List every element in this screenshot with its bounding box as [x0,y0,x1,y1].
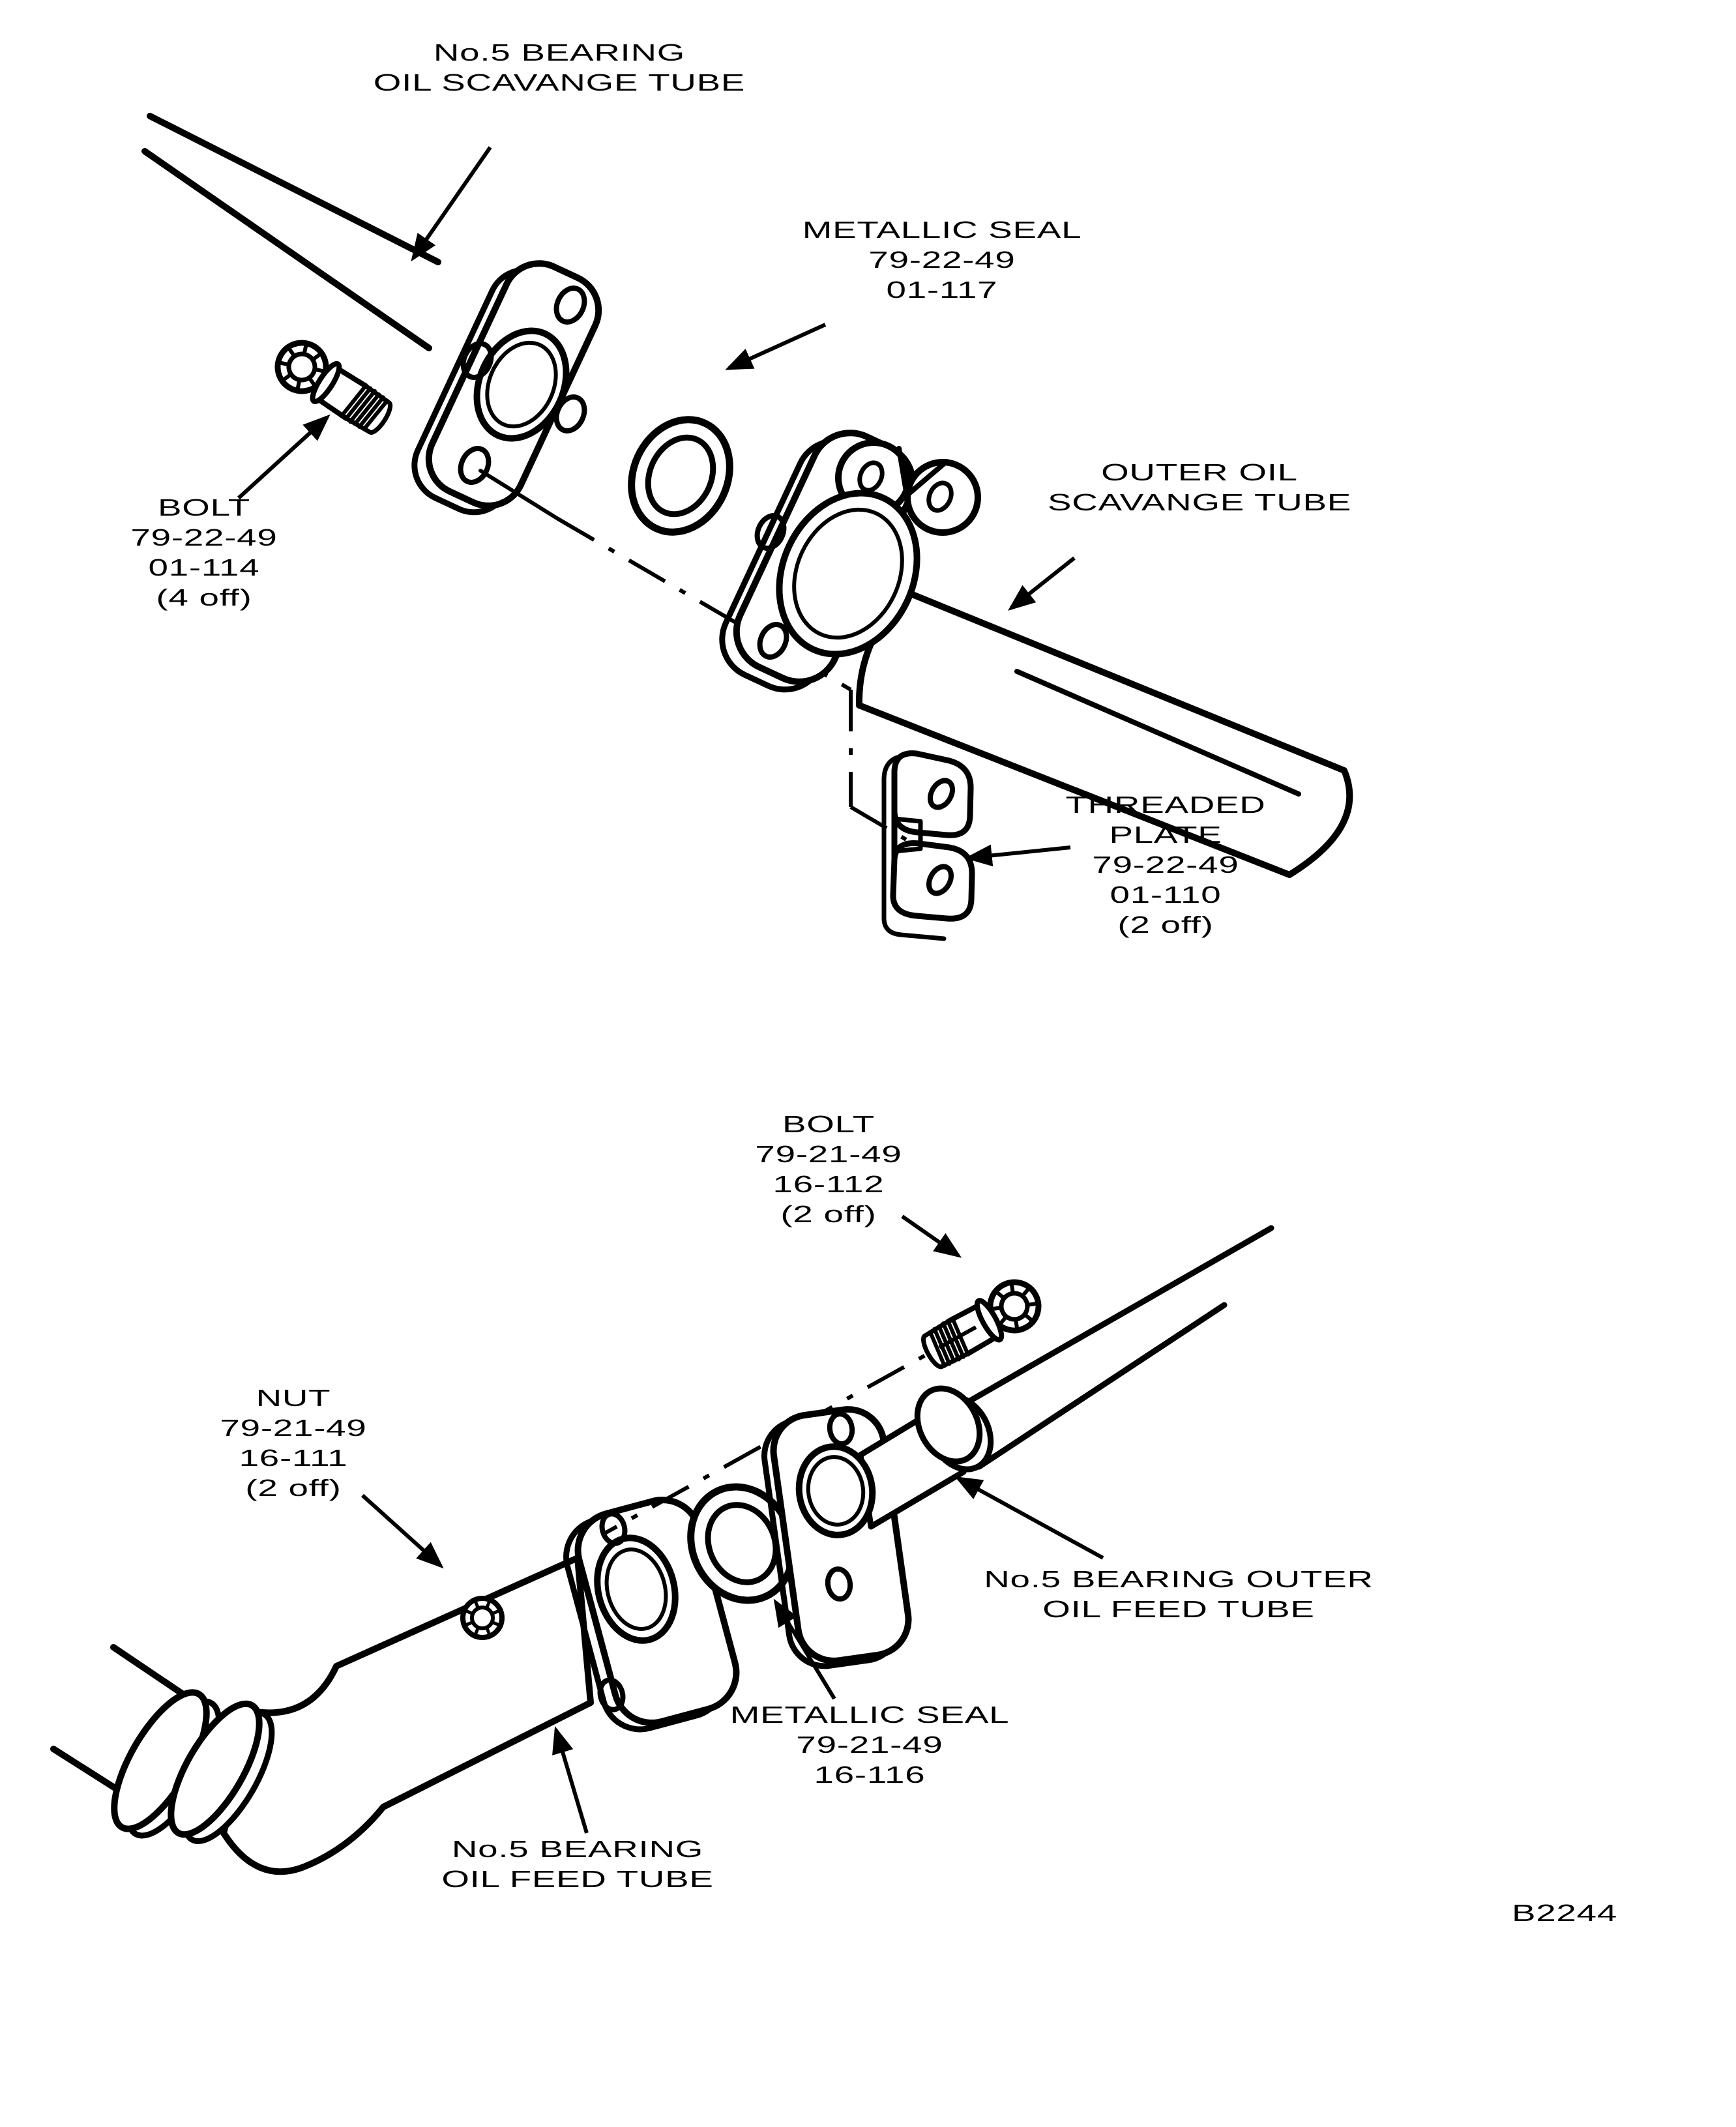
label-feed-tube: No.5 BEARING OIL FEED TUBE [441,1836,714,1892]
leader-feed-tube [552,1725,589,1834]
leader-outer-scavange-tube [1008,556,1076,611]
nut-drawing [460,1596,505,1640]
leader-bolt-bottom [901,1214,962,1258]
bolt-bottom-drawing [917,1274,1047,1375]
bolt-top-drawing [269,334,398,441]
center-line-bottom [604,1325,977,1535]
label-bolt-top: BOLT 79-22-49 01-114 (4 off) [130,494,278,611]
label-outer-scavange-tube: OUTER OIL SCAVANGE TUBE [1048,459,1351,516]
no5-bearing-oil-scavange-tube-drawing [141,113,441,351]
no5-bearing-outer-oil-feed-tube-drawing [761,1225,1274,1669]
metallic-seal-top-drawing [628,416,733,536]
scavange-tube-flange-drawing [411,260,602,516]
leader-scavange-tube [411,146,492,262]
threaded-plate-drawing [881,750,975,941]
label-threaded-plate: THREADED PLATE 79-22-49 01-110 (2 off) [1065,791,1266,938]
leader-outer-feed-tube [954,1476,1104,1560]
label-bolt-bottom: BOLT 79-21-49 16-112 (2 off) [755,1111,902,1227]
leader-metallic-seal-top [725,323,827,370]
label-metallic-seal-bottom: METALLIC SEAL 79-21-49 16-116 [729,1701,1010,1788]
label-metallic-seal-top: METALLIC SEAL 79-22-49 01-117 [802,216,1082,303]
leader-bolt-top [237,414,331,500]
figure-code: B2244 [1511,1900,1618,1926]
outer-oil-scavange-tube-drawing [719,430,1353,878]
label-outer-feed-tube: No.5 BEARING OUTER OIL FEED TUBE [984,1566,1374,1622]
leader-metallic-seal-bottom [773,1598,836,1700]
leader-threaded-plate [964,844,1071,867]
label-scavange-tube: No.5 BEARING OIL SCAVANGE TUBE [373,39,746,96]
no5-bearing-oil-feed-tube-drawing [111,1555,594,1875]
leader-nut [360,1493,444,1569]
label-nut: NUT 79-21-49 16-111 (2 off) [220,1385,367,1501]
